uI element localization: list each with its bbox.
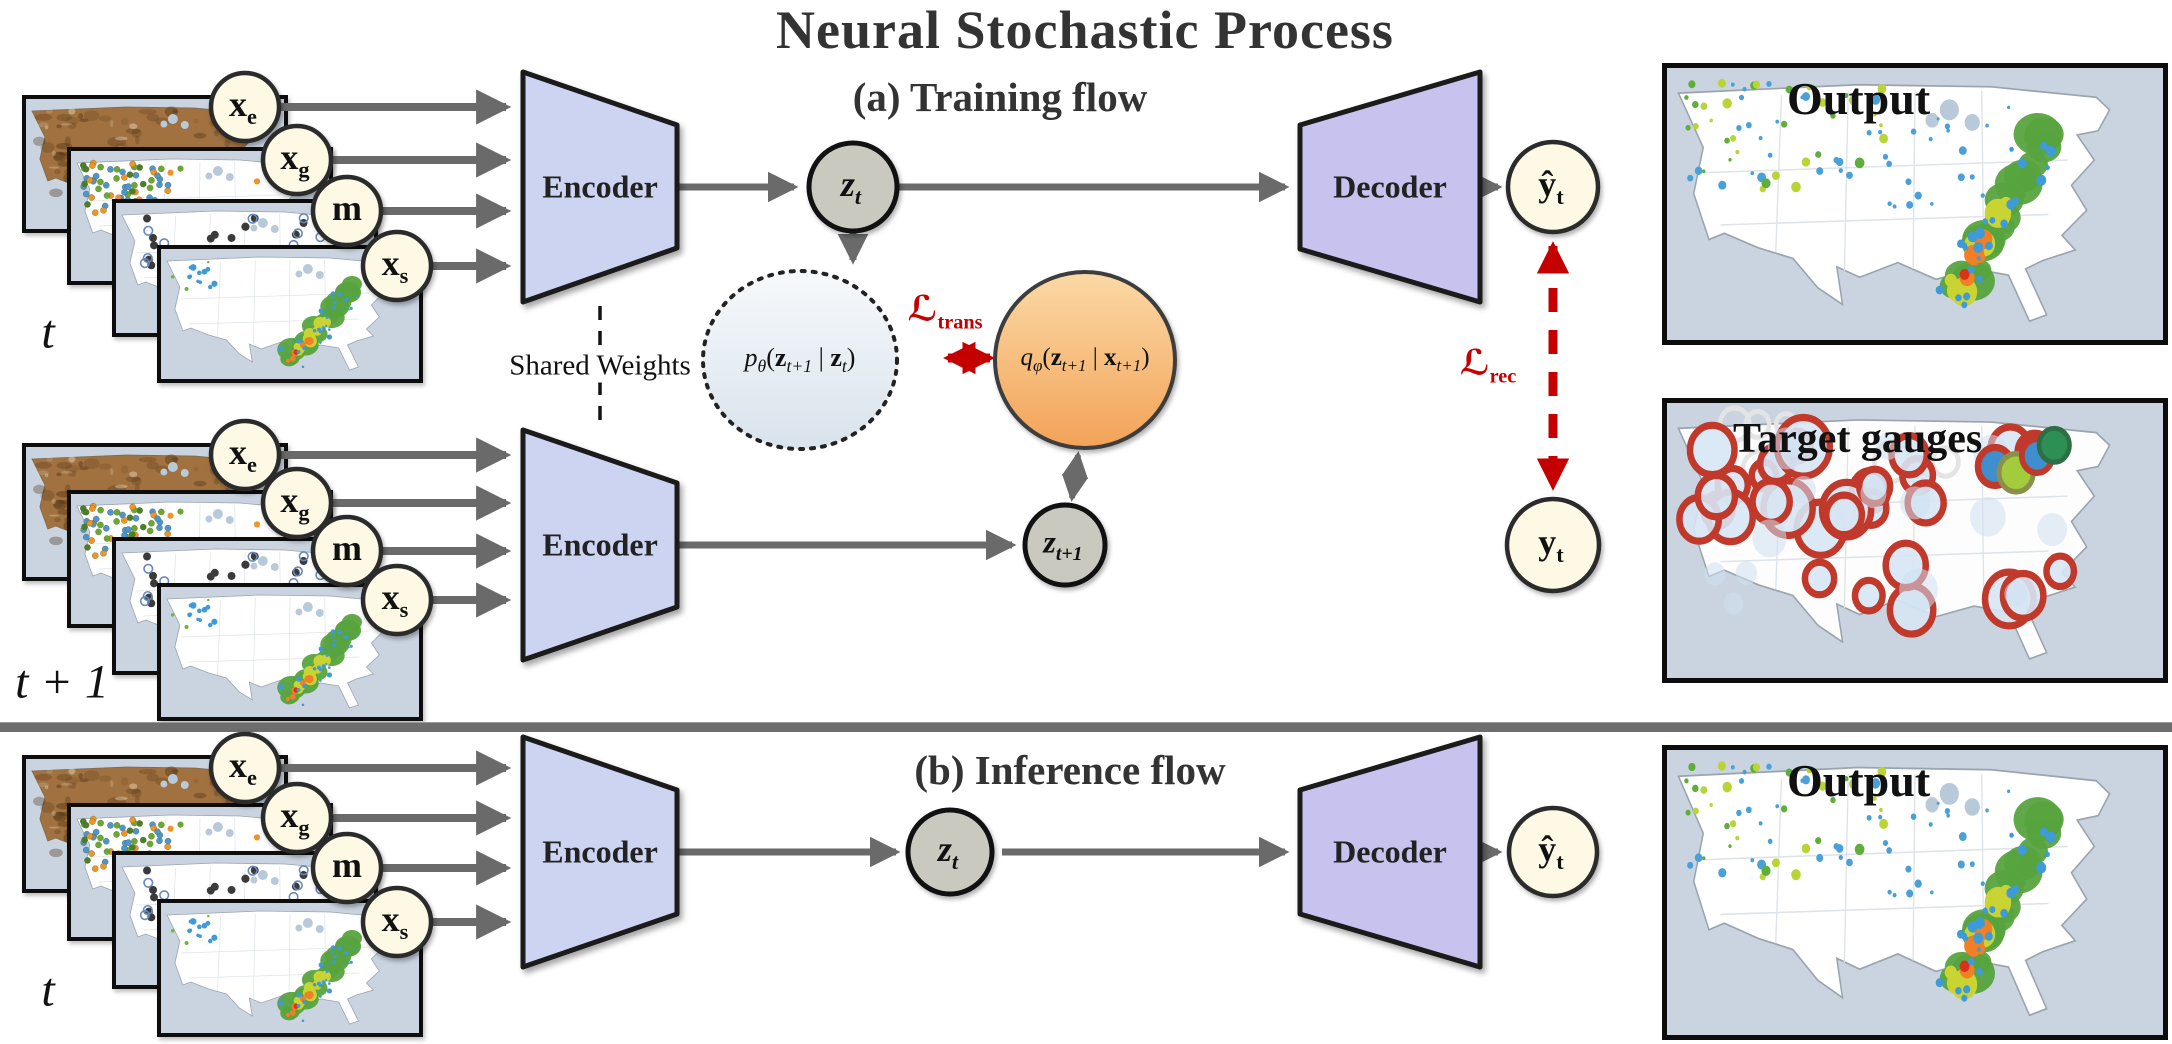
target-gauges-title: Target gauges (1733, 416, 1983, 462)
target-gauges-map: Target gauges (1662, 398, 2168, 683)
shared-weights-label: Shared Weights (503, 349, 697, 383)
encoder-label-training-t1: Encoder (542, 526, 658, 563)
time-label-t-plus-1: t + 1 (15, 655, 109, 709)
input-map-satellite-inf (157, 899, 423, 1037)
decoder-label-inference: Decoder (1333, 833, 1447, 870)
node-label-xg-t: xg (280, 136, 310, 182)
node-label-m-inf: m (332, 844, 362, 885)
encoder-label-training-t: Encoder (542, 168, 658, 205)
encoder-label-inference: Encoder (542, 833, 658, 870)
loss-rec-label: ℒrec (1459, 342, 1517, 388)
input-map-satellite-t1 (157, 583, 423, 721)
node-label-zt-inference: zt (937, 828, 959, 874)
node-label-xg-inf: xg (280, 794, 310, 840)
decoder-label-training: Decoder (1333, 168, 1447, 205)
node-label-xs-t: xs (381, 242, 409, 288)
output-map-training: Output (1662, 63, 2168, 345)
output-map-title: Output (1787, 73, 1931, 124)
node-label-xs-inf: xs (381, 898, 409, 944)
node-label-xs-t1: xs (381, 576, 409, 622)
posterior-expression: qφ(zt+1 | xt+1) (1020, 344, 1150, 375)
node-label-yhat-inference: ŷt (1538, 828, 1564, 874)
node-label-m-t: m (332, 187, 362, 228)
node-label-yhat-training: ŷt (1538, 163, 1564, 209)
node-label-zt-training: zt (840, 163, 862, 209)
time-label-t-inference: t (41, 963, 55, 1017)
inference-flow-heading: (b) Inference flow (914, 747, 1226, 793)
training-flow-heading: (a) Training flow (852, 74, 1148, 120)
node-label-xe-inf: xe (229, 744, 257, 790)
node-label-m-t1: m (332, 527, 362, 568)
prior-expression: pθ(zt+1 | zt) (744, 342, 856, 377)
node-label-zt1-training: zt+1 (1043, 523, 1083, 565)
node-label-yt-training: yt (1538, 521, 1564, 567)
section-divider (0, 722, 2172, 732)
figure-title: Neural Stochastic Process (776, 0, 1394, 60)
node-label-xg-t1: xg (280, 479, 310, 525)
loss-trans-label: ℒtrans (907, 288, 983, 334)
node-label-xe-t1: xe (229, 431, 257, 477)
output-map-inference: Output (1662, 745, 2168, 1040)
output-map-inference-title: Output (1787, 755, 1931, 806)
time-label-t: t (41, 305, 55, 359)
node-label-xe-t: xe (229, 83, 257, 129)
